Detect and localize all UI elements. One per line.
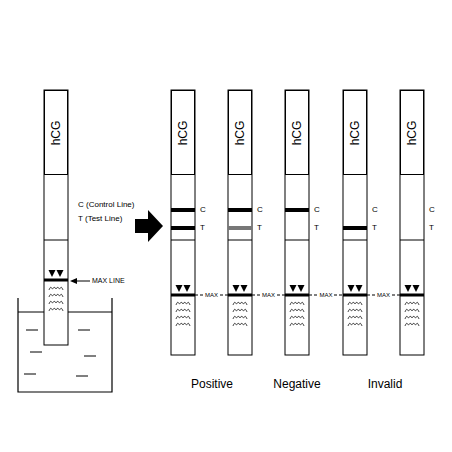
test-strip bbox=[228, 90, 252, 355]
strip-label-box: hCG bbox=[44, 90, 68, 175]
max-line-pointer-head bbox=[70, 278, 77, 284]
strip-name: hCG bbox=[233, 120, 247, 145]
group-caption: Negative bbox=[273, 378, 320, 391]
max-label: MAX bbox=[376, 292, 391, 299]
test-strip bbox=[44, 90, 68, 345]
strip-label-box: hCG bbox=[171, 90, 195, 175]
result-arrow bbox=[135, 210, 163, 242]
strip-name: hCG bbox=[290, 120, 304, 145]
control-letter: C bbox=[314, 206, 320, 215]
control-letter: C bbox=[257, 206, 263, 215]
control-letter: C bbox=[200, 206, 206, 215]
strip-name: hCG bbox=[348, 120, 362, 145]
strip-name: hCG bbox=[405, 120, 419, 145]
max-label: MAX bbox=[261, 292, 276, 299]
test-letter: T bbox=[257, 224, 262, 233]
strip-label-box: hCG bbox=[343, 90, 367, 175]
max-line-label: MAX LINE bbox=[92, 277, 125, 285]
test-letter: T bbox=[429, 224, 434, 233]
test-strip bbox=[171, 90, 195, 355]
strip-label-box: hCG bbox=[400, 90, 424, 175]
test-letter: T bbox=[314, 224, 319, 233]
control-letter: C bbox=[372, 206, 378, 215]
strip-label-box: hCG bbox=[285, 90, 309, 175]
strip-label-box: hCG bbox=[228, 90, 252, 175]
control-line-label: C (Control Line) bbox=[78, 201, 134, 210]
test-strip bbox=[343, 90, 367, 355]
strip-name: hCG bbox=[176, 120, 190, 145]
test-line-label: T (Test Line) bbox=[78, 215, 122, 224]
max-label: MAX bbox=[204, 292, 219, 299]
strip-name: hCG bbox=[49, 120, 63, 145]
test-strip bbox=[400, 90, 424, 355]
test-letter: T bbox=[372, 224, 377, 233]
max-label: MAX bbox=[318, 292, 333, 299]
control-letter: C bbox=[429, 206, 435, 215]
group-caption: Positive bbox=[191, 378, 233, 391]
group-caption: Invalid bbox=[368, 378, 403, 391]
test-strip bbox=[285, 90, 309, 355]
test-letter: T bbox=[200, 224, 205, 233]
